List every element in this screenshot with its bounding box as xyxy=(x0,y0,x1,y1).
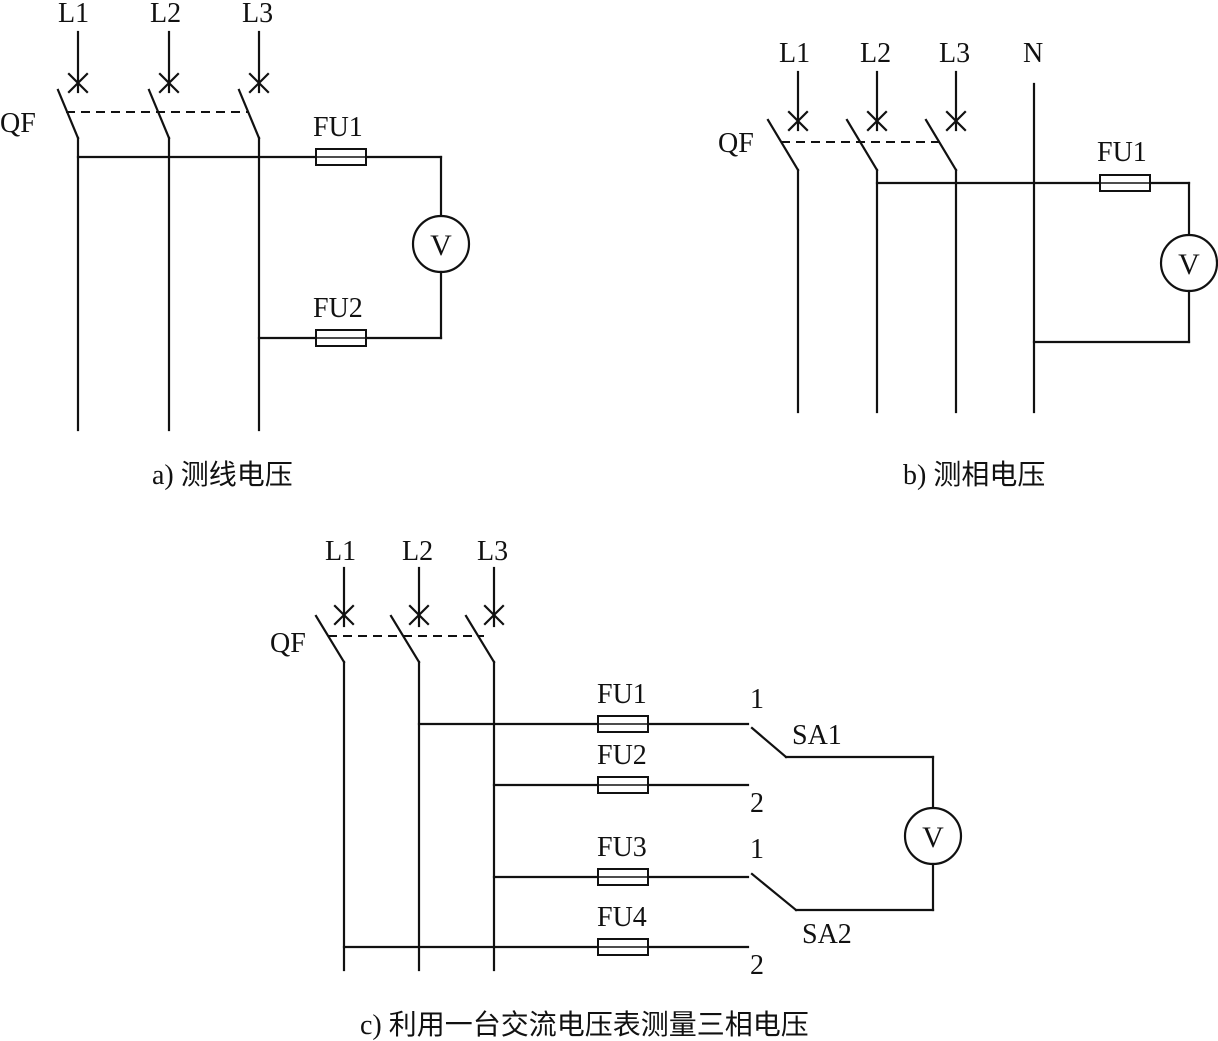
diagram-c: L1 L2 L3 QF xyxy=(270,536,963,1041)
incoming-line-l2 xyxy=(408,566,430,628)
line-label-l3: L3 xyxy=(939,38,970,69)
incoming-line-l1 xyxy=(67,30,89,94)
diagram-b: L1 L2 L3 N QF xyxy=(718,38,1218,491)
switch-label-sa1: SA1 xyxy=(792,720,842,751)
line-label-l3: L3 xyxy=(242,0,273,29)
breaker-label: QF xyxy=(718,128,754,159)
fuse-label-fu3: FU3 xyxy=(597,832,647,863)
fuse-label-fu2: FU2 xyxy=(313,293,363,324)
incoming-line-l3 xyxy=(248,30,270,94)
switch-label-sa2: SA2 xyxy=(802,919,852,950)
fuse-fu3 xyxy=(597,868,649,886)
line-label-n: N xyxy=(1023,38,1043,69)
incoming-line-l1 xyxy=(787,70,809,132)
line-label-l2: L2 xyxy=(860,38,891,69)
caption-c: c) 利用一台交流电压表测量三相电压 xyxy=(360,1009,809,1041)
line-label-l1: L1 xyxy=(58,0,89,29)
incoming-line-l2 xyxy=(158,30,180,94)
contact-label-sa1-2: 2 xyxy=(750,788,764,819)
fuse-label-fu1: FU1 xyxy=(597,679,647,710)
incoming-line-l2 xyxy=(866,70,888,132)
fuse-label-fu2: FU2 xyxy=(597,740,647,771)
fuse-fu2 xyxy=(315,329,367,347)
fuse-label-fu4: FU4 xyxy=(597,902,647,933)
breaker-qf xyxy=(56,88,261,140)
voltmeter: V xyxy=(411,214,471,274)
breaker-label: QF xyxy=(270,628,306,659)
line-label-l2: L2 xyxy=(150,0,181,29)
incoming-line-l3 xyxy=(483,566,505,628)
caption-b: b) 测相电压 xyxy=(903,459,1045,491)
fuse-fu4 xyxy=(597,938,649,956)
incoming-line-l1 xyxy=(333,566,355,628)
line-label-l2: L2 xyxy=(402,536,433,567)
line-label-l3: L3 xyxy=(477,536,508,567)
caption-a: a) 测线电压 xyxy=(152,459,293,491)
contact-label-sa2-1: 1 xyxy=(750,834,764,865)
line-label-l1: L1 xyxy=(325,536,356,567)
fuse-label-fu1: FU1 xyxy=(313,112,363,143)
voltmeter: V xyxy=(903,806,963,866)
voltmeter-symbol: V xyxy=(1178,248,1200,281)
incoming-line-l3 xyxy=(945,70,967,132)
diagram-a: L1 L2 L3 QF xyxy=(0,0,471,491)
fuse-fu2 xyxy=(597,776,649,794)
contact-label-sa1-1: 1 xyxy=(750,684,764,715)
breaker-qf xyxy=(766,118,958,172)
breaker-qf xyxy=(314,614,496,664)
contact-label-sa2-2: 2 xyxy=(750,950,764,981)
voltmeter-symbol: V xyxy=(430,229,452,262)
breaker-label: QF xyxy=(0,108,36,139)
voltmeter: V xyxy=(1159,233,1218,293)
fuse-label-fu1: FU1 xyxy=(1097,137,1147,168)
switch-sa2 xyxy=(750,872,935,912)
line-label-l1: L1 xyxy=(779,38,810,69)
switch-sa1 xyxy=(750,726,935,759)
voltmeter-symbol: V xyxy=(922,821,944,854)
fuse-fu1 xyxy=(597,715,649,733)
fuse-fu1 xyxy=(1099,174,1151,192)
fuse-fu1 xyxy=(315,148,367,166)
